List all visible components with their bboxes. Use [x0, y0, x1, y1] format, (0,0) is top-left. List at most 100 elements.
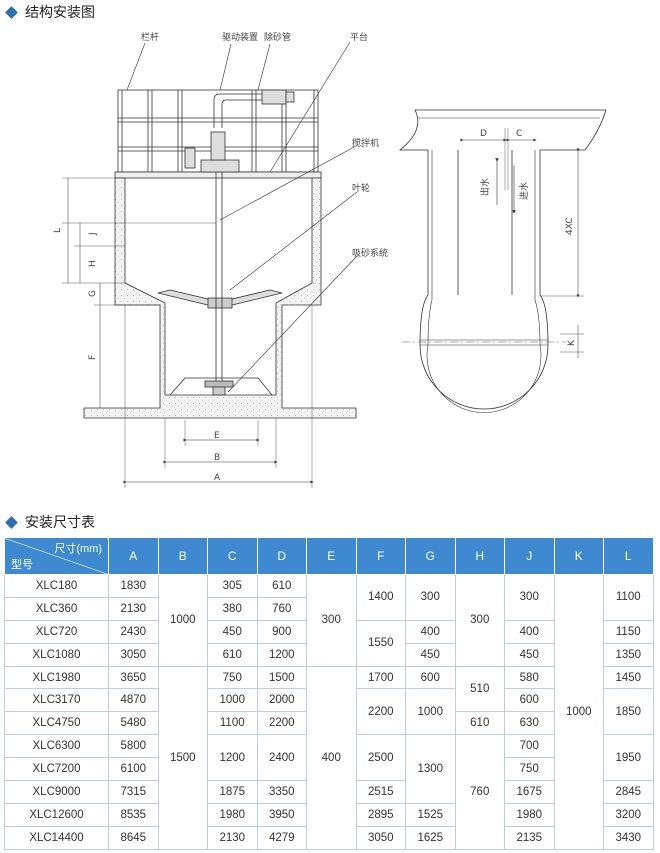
- model-cell: XLC1980: [4, 665, 109, 690]
- cell-J: 630: [504, 711, 555, 736]
- header-G: G: [405, 537, 456, 575]
- dim-G: G: [88, 290, 98, 297]
- model-cell: XLC6300: [4, 734, 109, 759]
- cell-J: 1980: [504, 802, 555, 827]
- flow-in-label: 进水: [518, 182, 530, 200]
- cell-A: 2430: [108, 619, 159, 644]
- cell-D: 900: [256, 619, 307, 644]
- table-row: XLC3170 4870 1000 2000 2200 1000 600 185…: [4, 688, 654, 736]
- cell-G: 600: [405, 665, 456, 690]
- flow-out-label: 出水: [479, 178, 491, 196]
- cell-F: 1550: [355, 619, 406, 667]
- cell-G: 1000: [405, 688, 456, 736]
- cell-G: 1625: [405, 825, 456, 850]
- cell-D: 1500: [256, 665, 307, 690]
- cell-L: 1850: [603, 688, 654, 736]
- model-cell: XLC1080: [4, 642, 109, 667]
- dim-L: L: [53, 228, 63, 233]
- cell-D: 2000: [256, 688, 307, 713]
- dimensions-title-text: 安装尺寸表: [25, 515, 95, 531]
- cell-J: 2135: [504, 825, 555, 850]
- installation-drawing: 栏杆 驱动装置 除砂管 平台 搅拌机 叶轮 吸砂系统 L J H G F E B…: [53, 31, 607, 488]
- cell-A: 3050: [108, 642, 159, 667]
- cell-D: 610: [256, 574, 307, 598]
- cell-A: 2130: [108, 596, 159, 621]
- corner-top-label: 尺寸(mm): [54, 543, 102, 555]
- table-row: XLC1080 3050 610 1200 450 450 1350: [4, 642, 654, 667]
- cell-A: 5480: [108, 711, 159, 736]
- cell-C: 1100: [207, 711, 258, 736]
- cell-J: 300: [504, 574, 555, 621]
- cell-D: 760: [256, 596, 307, 621]
- cell-J: 400: [504, 619, 555, 644]
- model-cell: XLC3170: [4, 688, 109, 713]
- model-cell: XLC9000: [4, 780, 109, 804]
- cell-E: 400: [306, 665, 357, 850]
- section-title-structure: 结构安装图: [4, 2, 95, 22]
- cell-L: 1150: [603, 619, 654, 644]
- dimension-table: 尺寸(mm) 型号 A B C D E F G H J K L XLC180 1…: [4, 537, 654, 850]
- cell-L: 1100: [603, 574, 654, 621]
- cell-C: 2130: [207, 825, 258, 850]
- cell-H: 510: [454, 665, 505, 713]
- dim-E: E: [214, 431, 220, 441]
- label-drive: 驱动装置: [222, 31, 258, 43]
- cell-D: 3950: [256, 802, 307, 827]
- cell-C: 1980: [207, 802, 258, 827]
- cell-A: 3650: [108, 665, 159, 690]
- cell-C: 380: [207, 596, 258, 621]
- cell-F: 3050: [355, 825, 406, 850]
- cell-G: 300: [405, 574, 456, 621]
- cell-G: 450: [405, 642, 456, 667]
- cell-J: 750: [504, 757, 555, 782]
- cell-J: 700: [504, 734, 555, 759]
- table-row: XLC4750 5480 1100 2200 610 630: [4, 711, 654, 736]
- table-row: XLC6300 5800 1200 2400 2500 1300 760 700…: [4, 734, 654, 850]
- cell-H: 300: [454, 574, 505, 667]
- elevation-view: [62, 41, 358, 488]
- section-title-dimensions: 安装尺寸表: [4, 512, 95, 532]
- cell-L: 1450: [603, 665, 654, 690]
- cell-C: 610: [207, 642, 258, 667]
- cell-C: 305: [207, 574, 258, 598]
- cell-F: 2895: [355, 802, 406, 827]
- drive-unit: [184, 147, 196, 169]
- dim-C: C: [516, 129, 522, 139]
- table-row: XLC360 2130 380 760: [4, 596, 654, 621]
- dim-A: A: [214, 473, 221, 483]
- header-D: D: [256, 537, 307, 575]
- cell-D: 1200: [256, 642, 307, 667]
- table-row: XLC14400 8645 2130 4279 3050 1625 2135 3…: [4, 825, 654, 850]
- model-cell: XLC7200: [4, 757, 109, 782]
- label-sand-pipe: 除砂管: [264, 31, 291, 43]
- cell-F: 1400: [355, 574, 406, 621]
- header-A: A: [108, 537, 159, 575]
- plan-view: [398, 109, 607, 413]
- cell-J: 580: [504, 665, 555, 690]
- model-cell: XLC12600: [4, 802, 109, 827]
- cell-B: 1000: [157, 574, 208, 667]
- dim-B: B: [214, 453, 220, 463]
- header-corner-cell: 尺寸(mm) 型号: [4, 537, 109, 575]
- cell-A: 6100: [108, 757, 159, 782]
- cell-F: 2515: [355, 780, 406, 804]
- cell-C: 750: [207, 665, 258, 690]
- cell-L: 1350: [603, 642, 654, 667]
- cell-J: 450: [504, 642, 555, 667]
- diamond-bullet-icon: [5, 5, 18, 19]
- cell-A: 5800: [108, 734, 159, 759]
- cell-G: 400: [405, 619, 456, 644]
- corner-bottom-label: 型号: [11, 559, 33, 571]
- model-cell: XLC720: [4, 619, 109, 644]
- label-mixer: 搅拌机: [352, 137, 379, 149]
- cell-J: 600: [504, 688, 555, 713]
- model-cell: XLC4750: [4, 711, 109, 736]
- cell-F: 2200: [355, 688, 406, 736]
- cell-D: 2400: [256, 734, 307, 782]
- dim-D: D: [480, 129, 487, 139]
- header-H: H: [454, 537, 505, 575]
- cell-C: 1875: [207, 780, 258, 804]
- label-impeller: 叶轮: [352, 182, 370, 194]
- cell-F: 1700: [355, 665, 406, 690]
- cell-C: 450: [207, 619, 258, 644]
